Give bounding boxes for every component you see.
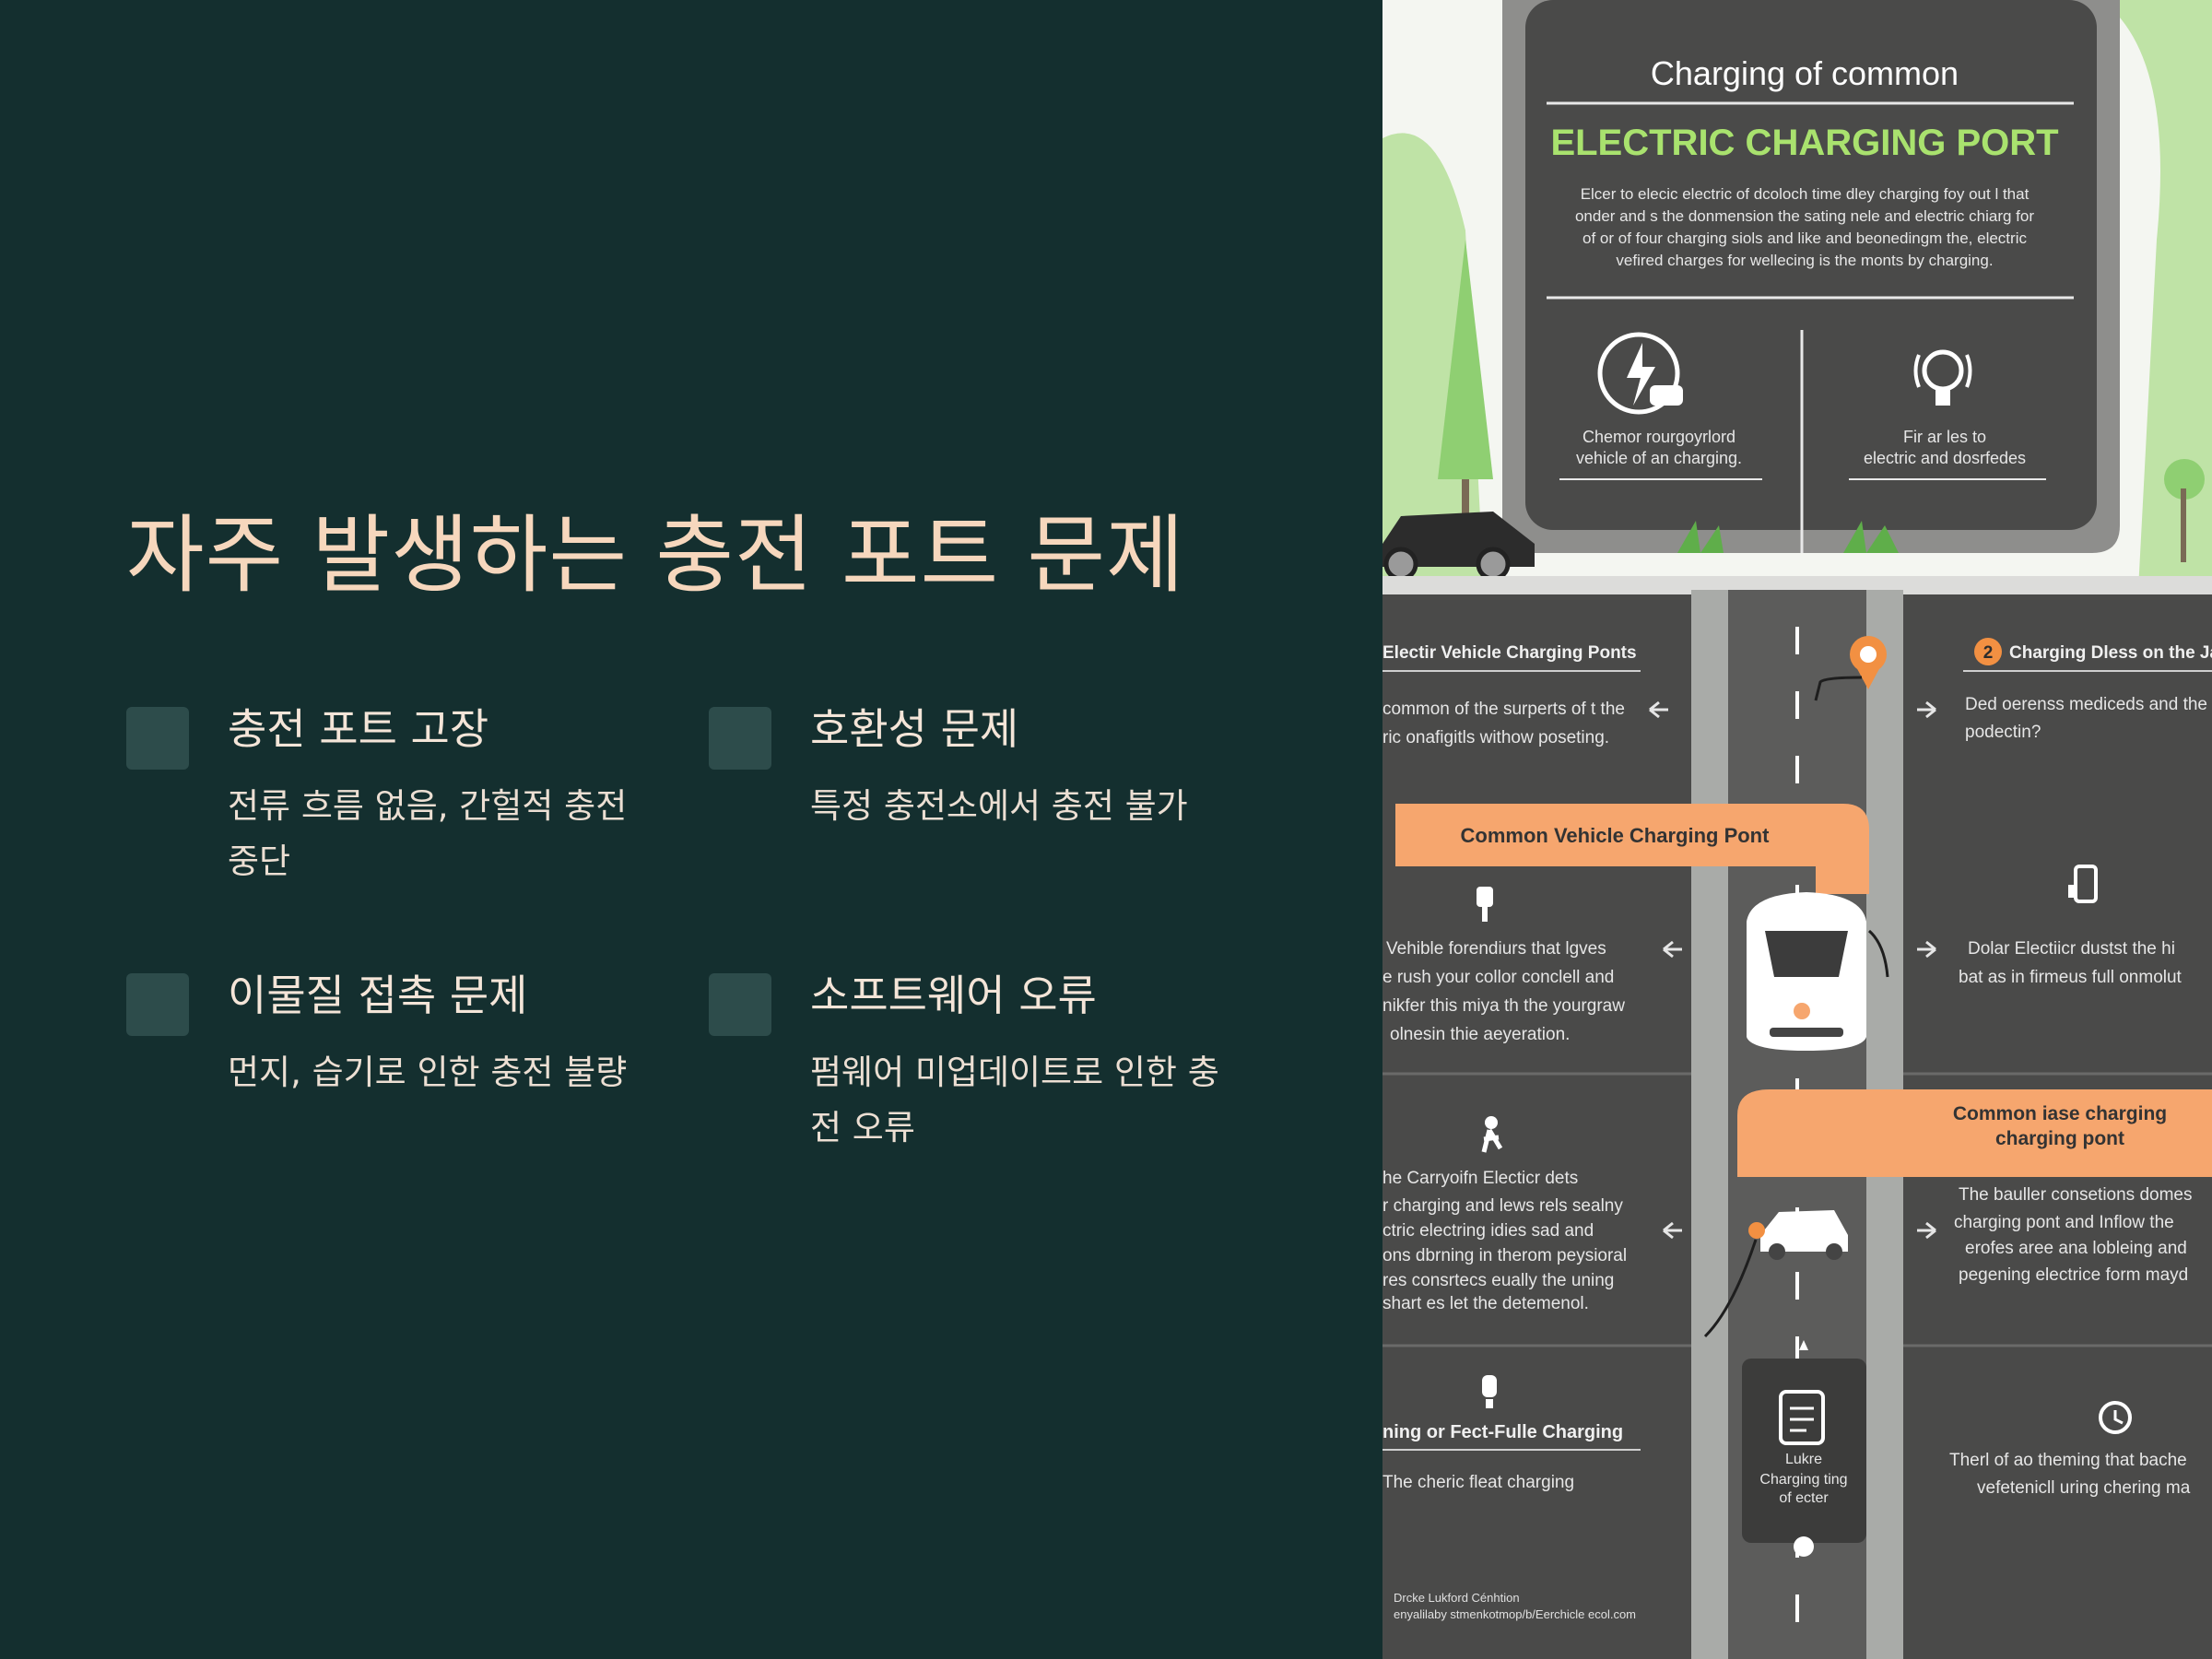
infographic-image: Charging of common ELECTRIC CHARGING POR…: [1382, 0, 2212, 1659]
banner-label: charging pont: [1995, 1128, 2124, 1149]
sign-body-line: Elcer to elecic electric of dcoloch time…: [1581, 185, 2030, 203]
right-panel-text: The bauller consetions domes: [1959, 1185, 2192, 1205]
banner-label: Common iase charging: [1953, 1103, 2167, 1124]
arrow-right-icon: [1917, 1221, 1936, 1240]
sign-col1-line: Chemor rourgoyrlord: [1583, 428, 1735, 446]
arrow-right-icon: [1917, 940, 1936, 959]
small-car-icon: [1748, 1210, 1848, 1260]
left-panel-text: olnesin thie aeyeration.: [1390, 1025, 1570, 1044]
right-panel-text: pegening electrice form mayd: [1959, 1265, 2188, 1285]
issue-description: 특정 충전소에서 충전 불가: [810, 786, 1188, 826]
slide-content: 자주 발생하는 충전 포트 문제 충전 포트 고장 전류 흐름 없음, 간헐적 …: [126, 506, 1219, 1147]
arrow-left-icon: [1649, 700, 1668, 719]
right-panel-text: Therl of ao theming that bache: [1949, 1451, 2187, 1470]
left-panel-text: shart es let the detemenol.: [1382, 1294, 1589, 1313]
center-box-text: of ecter: [1779, 1490, 1829, 1506]
number-badge: [1974, 638, 2002, 665]
left-panel-text: ctric electring idies sad and: [1382, 1221, 1594, 1241]
right-panel-text: Dolar Electiicr dustst the hi: [1968, 939, 2175, 959]
center-box-text: Lukre: [1785, 1452, 1822, 1467]
tree-icon: [1438, 240, 1493, 479]
charger-plug-icon: [1477, 887, 1493, 922]
bullet-square: [709, 973, 771, 1036]
issue-description: 펌웨어 미업데이트로 인한 충전 오류: [810, 1053, 1219, 1147]
footer-credit: enyalilaby stmenkotmop/b/Eerchicle ecol.…: [1394, 1607, 1636, 1621]
left-panel-text: ons dbrning in therom peysioral: [1382, 1246, 1627, 1265]
document-checklist-icon: [1779, 1390, 1825, 1445]
arrow-up-icon: [1799, 1340, 1808, 1350]
right-panel-text: erofes aree ana lobleing and: [1965, 1239, 2187, 1258]
orange-banner: [1395, 804, 1869, 894]
ev-charging-icon: [1597, 332, 1683, 415]
sign-heading: ELECTRIC CHARGING PORT: [1550, 123, 2058, 163]
right-panel-text: charging pont and Inflow the: [1954, 1213, 2174, 1232]
bullet-square: [709, 707, 771, 770]
right-panel-text: vefetenicll uring chering ma: [1977, 1478, 2191, 1498]
left-panel-text: common of the surperts of t the: [1382, 700, 1625, 719]
issue-description: 먼지, 습기로 인한 충전 불량: [228, 1053, 628, 1092]
right-panel-title: Charging Dless on the Ja: [2009, 643, 2212, 663]
left-panel-title: ning or Fect-Fulle Charging: [1382, 1422, 1623, 1442]
center-box-text: Charging ting: [1759, 1472, 1847, 1488]
left-panel-text: The cheric fleat charging: [1382, 1473, 1574, 1492]
right-panel-text: podectin?: [1965, 723, 2041, 742]
tree-icon: [2164, 459, 2205, 500]
sign-col2-line: Fir ar les to: [1903, 428, 1986, 446]
road-dot: [1794, 1536, 1814, 1557]
person-walking-icon: [1481, 1116, 1503, 1153]
white-car-icon: [1747, 892, 1866, 1051]
charging-port-infographic: Charging of common ELECTRIC CHARGING POR…: [1382, 0, 2212, 1659]
left-panel-text: e rush your collor conclell and: [1382, 968, 1614, 987]
issue-heading: 이물질 접촉 문제: [228, 971, 528, 1020]
right-panel-text: Ded oerenss mediceds and the: [1965, 695, 2207, 714]
issue-heading: 충전 포트 고장: [228, 704, 489, 754]
left-panel-text: ric onafigitls withow poseting.: [1382, 728, 1609, 747]
sign-body-line: of or of four charging siols and like an…: [1583, 229, 2027, 247]
location-pin-icon: [1850, 636, 1887, 689]
left-panel-title: Electir Vehicle Charging Ponts: [1382, 643, 1637, 663]
orange-banner: [1737, 1089, 2212, 1177]
lightbulb-signal-icon: [1913, 349, 1972, 406]
phone-charging-icon: [2068, 865, 2098, 903]
issue-heading: 호환성 문제: [810, 704, 1019, 754]
left-panel-text: nikfer this miya th the yourgraw: [1382, 996, 1625, 1016]
issue-description: 전류 흐름 없음, 간헐적 충전 중단: [228, 786, 628, 881]
sign-col2-line: electric and dosrfedes: [1864, 449, 2026, 467]
footer-credit: Drcke Lukford Cénhtion: [1394, 1591, 1520, 1605]
left-panel-text: res consrtecs eually the uning: [1382, 1271, 1614, 1290]
banner-label: Common Vehicle Charging Pont: [1461, 824, 1771, 847]
sign-body-line: vefired charges for wellecing is the mon…: [1616, 252, 1993, 269]
number-badge-label: 2: [1983, 643, 1994, 663]
arrow-left-icon: [1663, 1221, 1682, 1240]
right-panel-text: bat as in firmeus full onmolut: [1959, 968, 2183, 987]
left-panel-text: he Carryoifn Electicr dets: [1382, 1169, 1578, 1188]
bullet-square: [126, 707, 189, 770]
left-panel-text: r charging and lews rels sealny: [1382, 1196, 1623, 1216]
bullet-square: [126, 973, 189, 1036]
center-info-box: [1742, 1359, 1866, 1543]
sign-col1-line: vehicle of an charging.: [1576, 449, 1742, 467]
issue-heading: 소프트웨어 오류: [810, 971, 1097, 1020]
charger-icon: [1482, 1375, 1497, 1408]
arrow-left-icon: [1663, 940, 1682, 959]
plug-clock-icon: [2099, 1401, 2132, 1434]
sign-title: Charging of common: [1651, 54, 1959, 92]
arrow-right-icon: [1917, 700, 1936, 719]
plants-icon: [1677, 521, 1899, 553]
left-panel-text: Vehible forendiurs that lgves: [1386, 939, 1606, 959]
sign-body-line: onder and s the donmension the sating ne…: [1575, 207, 2034, 225]
slide-title: 자주 발생하는 충전 포트 문제: [126, 506, 1185, 605]
